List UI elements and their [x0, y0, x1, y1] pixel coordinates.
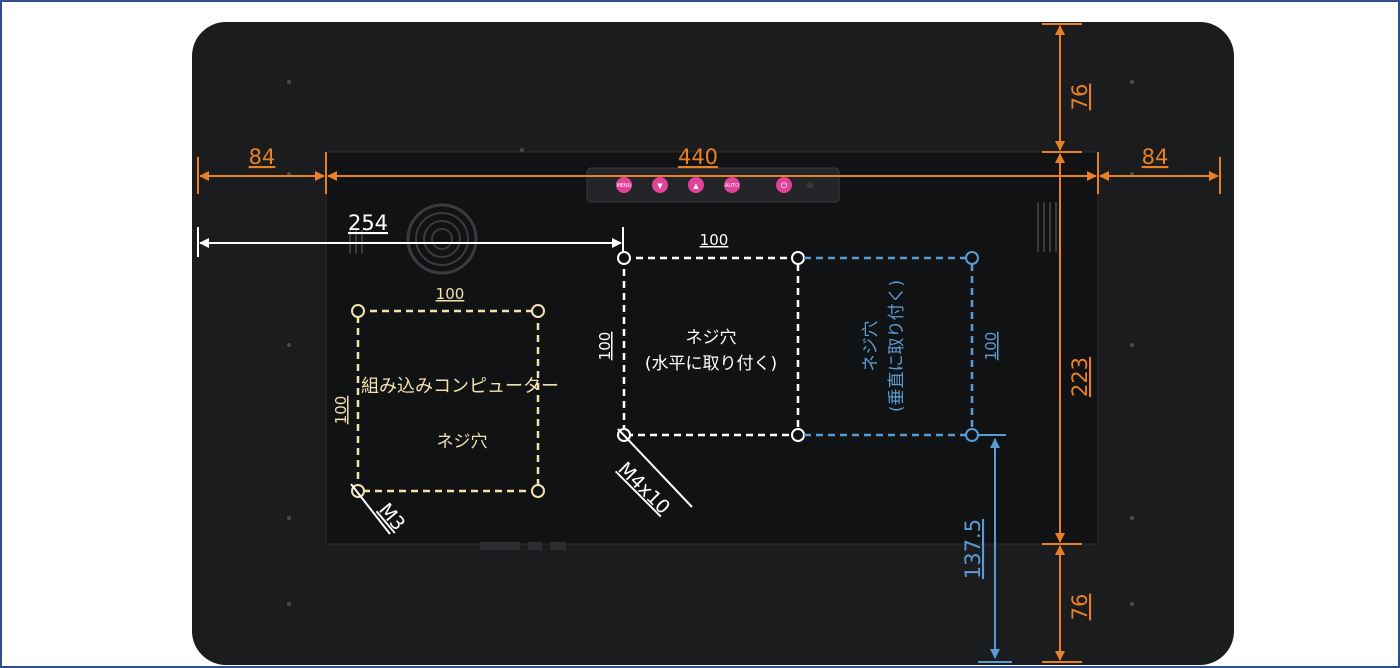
osd-buttons: MENU ▼ ▲ AUTO ⏻	[616, 177, 813, 193]
panel-height-label: 223	[1068, 357, 1092, 397]
left-margin-label: 84	[249, 145, 276, 169]
up-button-label: ▲	[693, 182, 699, 190]
horizontal-mount-height-label: 100	[596, 332, 614, 361]
connector-ports	[480, 542, 566, 550]
computer-mount-title: 組み込みコンピューター	[361, 376, 559, 397]
screw-hole	[617, 251, 631, 265]
vesa-bottom-offset-dimension	[978, 434, 1012, 663]
down-button	[652, 177, 668, 193]
menu-button-label: MENU	[617, 183, 632, 189]
top-margin-label: 76	[1068, 84, 1092, 111]
computer-mount-subtitle: ネジ穴	[437, 432, 488, 452]
vertical-mount-height-label: 100	[982, 332, 1000, 361]
screw-hole	[965, 428, 979, 442]
vertical-mount-title: ネジ穴	[861, 321, 881, 372]
power-icon: ⏻	[781, 181, 788, 190]
computer-mount-height-label: 100	[332, 396, 350, 425]
vesa-offset-label: 254	[348, 211, 388, 235]
auto-button	[724, 177, 740, 193]
bottom-margin-label: 76	[1068, 594, 1092, 621]
panel-width-label: 440	[678, 145, 718, 169]
auto-button-label: AUTO	[725, 183, 739, 189]
screw-hole	[965, 251, 979, 265]
power-button	[776, 177, 792, 193]
computer-mount-pattern	[350, 304, 545, 535]
menu-button	[616, 177, 632, 193]
power-led	[807, 182, 813, 188]
computer-mount-width-label: 100	[436, 285, 465, 303]
orange-dimensions	[197, 23, 1221, 663]
horizontal-mount-width-label: 100	[700, 231, 729, 249]
screw-hole	[791, 251, 805, 265]
vertical-mount-subtitle: (垂直に取り付く)	[887, 280, 907, 412]
screw-hole	[531, 304, 545, 318]
screw-hole	[351, 304, 365, 318]
screw-hole	[791, 428, 805, 442]
down-button-label: ▼	[657, 182, 663, 190]
horizontal-mount-title: ネジ穴	[686, 328, 737, 348]
vesa-bottom-offset-label: 137.5	[961, 519, 985, 579]
up-button	[688, 177, 704, 193]
right-margin-label: 84	[1142, 145, 1169, 169]
horizontal-mount-subtitle: (水平に取り付く)	[645, 354, 777, 374]
screw-leader-line	[617, 428, 693, 508]
screw-hole	[531, 484, 545, 498]
screw-leader-line	[350, 483, 391, 535]
